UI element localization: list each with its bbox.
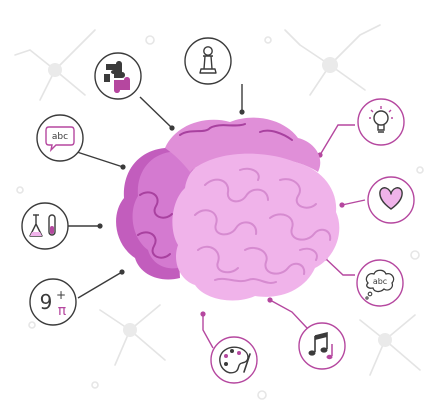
- background-neurons: [14, 24, 424, 400]
- brain: [116, 117, 340, 301]
- heart-icon: [367, 176, 415, 224]
- speech-bubble-text: abc: [52, 132, 68, 142]
- formula-pi: π: [58, 303, 67, 319]
- neuron-icon: [14, 29, 96, 101]
- paint-palette-icon: [210, 336, 258, 384]
- puzzle-pieces-icon: [94, 52, 142, 100]
- chess-pawn-icon: [184, 37, 232, 85]
- neuron-icon: [99, 304, 166, 366]
- thought-bubble-text: abc: [373, 277, 387, 286]
- math-formula-icon: 9 + π: [29, 278, 77, 326]
- neuron-icon: [284, 24, 381, 96]
- brain-left-folds: [137, 123, 293, 259]
- brain-folds: [194, 167, 332, 284]
- lightbulb-icon: [357, 98, 405, 146]
- speech-bubble-abc-icon: abc: [36, 114, 84, 162]
- lab-flasks-icon: [21, 202, 69, 250]
- thought-bubble-abc-icon: abc: [356, 259, 404, 307]
- neuron-icon: [359, 314, 421, 376]
- formula-plus: +: [56, 288, 66, 302]
- music-notes-icon: [298, 322, 346, 370]
- formula-digit: 9: [40, 290, 53, 314]
- connector-lines: [66, 84, 366, 349]
